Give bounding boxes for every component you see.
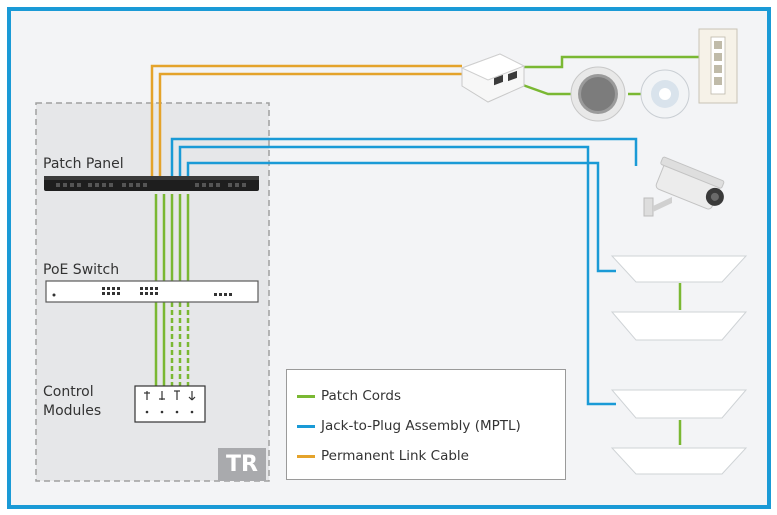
patch-cords-dashed bbox=[170, 302, 190, 386]
poe-switch-device bbox=[45, 280, 259, 303]
control-modules-device bbox=[134, 385, 206, 423]
permanent-link-cables bbox=[150, 64, 462, 182]
legend-item-permanent-link: Permanent Link Cable bbox=[297, 446, 469, 466]
legend-item-mptl: Jack-to-Plug Assembly (MPTL) bbox=[297, 416, 521, 436]
led-panel-light-icon bbox=[610, 255, 748, 475]
legend: Patch Cords Jack-to-Plug Assembly (MPTL)… bbox=[286, 369, 566, 480]
security-camera-icon bbox=[643, 156, 725, 217]
mptl-cables bbox=[170, 137, 638, 406]
control-modules-label-line1: Control bbox=[43, 384, 94, 400]
poe-switch-label: PoE Switch bbox=[43, 262, 120, 278]
tr-badge: TR bbox=[218, 448, 266, 481]
wall-switch-icon bbox=[698, 28, 738, 104]
occupancy-sensor-icon bbox=[640, 69, 690, 119]
legend-label-mptl: Jack-to-Plug Assembly (MPTL) bbox=[321, 418, 521, 434]
patch-panel-label: Patch Panel bbox=[43, 156, 124, 172]
legend-label-permanent-link: Permanent Link Cable bbox=[321, 448, 469, 464]
patch-cords bbox=[154, 194, 190, 386]
legend-item-patch-cords: Patch Cords bbox=[297, 386, 401, 406]
legend-label-patch-cords: Patch Cords bbox=[321, 388, 401, 404]
patch-panel-device bbox=[44, 176, 259, 191]
control-modules-label-line2: Modules bbox=[43, 403, 102, 419]
legend-swatch-patch-cords bbox=[297, 394, 315, 398]
legend-swatch-permanent-link bbox=[297, 454, 315, 458]
ceiling-speaker-icon bbox=[570, 66, 626, 122]
legend-swatch-mptl bbox=[297, 424, 315, 428]
device-patch-cords bbox=[519, 55, 700, 445]
surface-mount-box-icon bbox=[460, 53, 526, 103]
